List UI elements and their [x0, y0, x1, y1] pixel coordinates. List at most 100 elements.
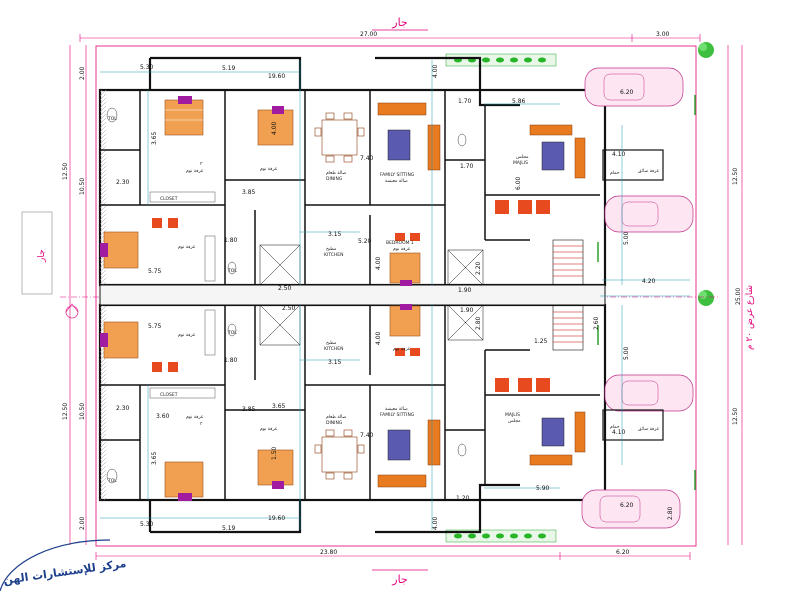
svg-text:3.60: 3.60: [156, 413, 170, 420]
closet-icon: [149, 191, 216, 399]
svg-text:3.85: 3.85: [242, 406, 256, 413]
svg-text:غرفة نوم: غرفة نوم: [260, 427, 278, 432]
car-icon: [604, 195, 694, 233]
svg-text:2.20: 2.20: [475, 261, 482, 275]
bed-icon: [389, 252, 421, 286]
svg-text:غرفة سائق: غرفة سائق: [638, 427, 660, 432]
svg-text:5.90: 5.90: [536, 485, 550, 492]
svg-text:1.80: 1.80: [224, 237, 238, 244]
svg-text:1.90: 1.90: [460, 307, 474, 314]
dim-bottom-right: 6.20: [616, 549, 630, 556]
svg-text:3.85: 3.85: [242, 189, 256, 196]
armchair-icon: [152, 218, 420, 372]
svg-text:5.75: 5.75: [148, 268, 162, 275]
svg-text:غرفة نوم: غرفة نوم: [178, 333, 196, 338]
car-icon: [604, 374, 694, 412]
svg-text:غرفة نوم: غرفة نوم: [393, 347, 411, 352]
svg-text:6.00: 6.00: [515, 176, 522, 190]
svg-text:4.00: 4.00: [271, 121, 278, 135]
svg-text:FAMILY SITTING: FAMILY SITTING: [380, 412, 415, 418]
svg-text:4.10: 4.10: [612, 429, 626, 436]
bed-icon: [389, 304, 421, 337]
svg-text:٣: ٣: [200, 421, 203, 427]
svg-text:MAJLIS: MAJLIS: [505, 412, 520, 418]
dim-top-total: 27.00: [360, 31, 377, 38]
svg-text:5.30: 5.30: [140, 64, 154, 71]
svg-text:1.20: 1.20: [456, 495, 470, 502]
svg-text:TOL: TOL: [227, 330, 237, 336]
bed-icon: [100, 231, 139, 269]
svg-text:19.60: 19.60: [268, 515, 285, 522]
dim-left-inner-top: 10.50: [79, 178, 86, 195]
svg-text:5.75: 5.75: [148, 323, 162, 330]
sofa-icon: [377, 419, 441, 488]
svg-text:1.25: 1.25: [534, 338, 548, 345]
svg-text:4.00: 4.00: [375, 331, 382, 345]
svg-text:1.50: 1.50: [271, 446, 278, 460]
svg-text:4.00: 4.00: [432, 516, 439, 530]
top-dimension: 27.00 3.00: [79, 31, 701, 42]
dim-left-small-bottom: 2.00: [79, 516, 86, 530]
svg-text:غرفة نوم: غرفة نوم: [178, 245, 196, 250]
bed-icon: [100, 321, 139, 359]
tree-icon: [698, 290, 714, 306]
svg-text:DINING: DINING: [326, 420, 343, 426]
dimension-labels: 5.30 5.19 19.60 5.86 6.20 3.85 3.15 5.20…: [116, 64, 674, 532]
bottom-dimension: 23.80 6.20: [95, 549, 691, 560]
svg-text:2.30: 2.30: [116, 405, 130, 412]
dim-right-top: 12.50: [732, 168, 739, 185]
dim-left-top: 12.50: [62, 163, 69, 180]
svg-text:5.19: 5.19: [222, 525, 236, 532]
driver-room: [602, 149, 664, 441]
svg-text:٣: ٣: [200, 161, 203, 167]
tree-icon: [698, 42, 714, 58]
interior-walls-top: [100, 90, 600, 285]
svg-text:مطبخ: مطبخ: [326, 341, 337, 346]
svg-text:5.30: 5.30: [140, 521, 154, 528]
svg-text:2.60: 2.60: [593, 316, 600, 330]
stairs-bottom: [552, 304, 584, 351]
svg-text:غرفة نوم: غرفة نوم: [260, 167, 278, 172]
dim-top-right: 3.00: [656, 31, 670, 38]
svg-text:3.15: 3.15: [328, 231, 342, 238]
svg-text:3.65: 3.65: [151, 131, 158, 145]
dining-table-icon: [314, 112, 365, 163]
interior-dimension-lines: [100, 60, 690, 530]
svg-text:MAJLIS: MAJLIS: [513, 160, 528, 166]
svg-text:2.50: 2.50: [278, 285, 292, 292]
svg-text:مركز للإستشارات الهن: مركز للإستشارات الهن: [3, 557, 127, 587]
svg-text:5.86: 5.86: [512, 98, 526, 105]
svg-text:3.15: 3.15: [328, 359, 342, 366]
svg-text:4.00: 4.00: [375, 256, 382, 270]
svg-text:5.20: 5.20: [358, 238, 372, 245]
gate-icon: [597, 95, 696, 490]
svg-text:3.65: 3.65: [272, 403, 286, 410]
bed-icon: [257, 449, 294, 489]
plot-boundary: [95, 45, 697, 547]
left-dimension: 12.50 12.50 10.50 10.50 2.00 2.00: [62, 45, 87, 545]
svg-text:حمام: حمام: [610, 171, 620, 176]
svg-text:7.40: 7.40: [360, 432, 374, 439]
svg-text:5.19: 5.19: [222, 65, 236, 72]
neighbor-left-box: [21, 211, 53, 295]
svg-text:1.70: 1.70: [460, 163, 474, 170]
dining-table-icon: [314, 429, 365, 480]
svg-text:4.00: 4.00: [432, 64, 439, 78]
dim-right-bottom: 12.50: [732, 408, 739, 425]
svg-text:غرفة نوم: غرفة نوم: [186, 415, 204, 420]
svg-text:2.50: 2.50: [282, 305, 296, 312]
neighbor-bottom-label: جار: [391, 573, 407, 586]
bed-icon: [257, 106, 294, 146]
svg-text:CLOSET: CLOSET: [160, 196, 178, 202]
svg-text:KITCHEN: KITCHEN: [324, 252, 344, 258]
svg-text:BEDROOM 1: BEDROOM 1: [386, 240, 414, 246]
svg-text:صالة طعام: صالة طعام: [326, 171, 346, 176]
bed-icon: [164, 96, 204, 136]
svg-text:DINING: DINING: [326, 176, 343, 182]
svg-text:TOL: TOL: [227, 268, 237, 274]
dim-right-total: 25.00: [735, 288, 742, 305]
svg-text:FAMILY SITTING: FAMILY SITTING: [380, 172, 415, 178]
svg-text:TOL: TOL: [107, 116, 117, 122]
svg-text:2.30: 2.30: [116, 179, 130, 186]
